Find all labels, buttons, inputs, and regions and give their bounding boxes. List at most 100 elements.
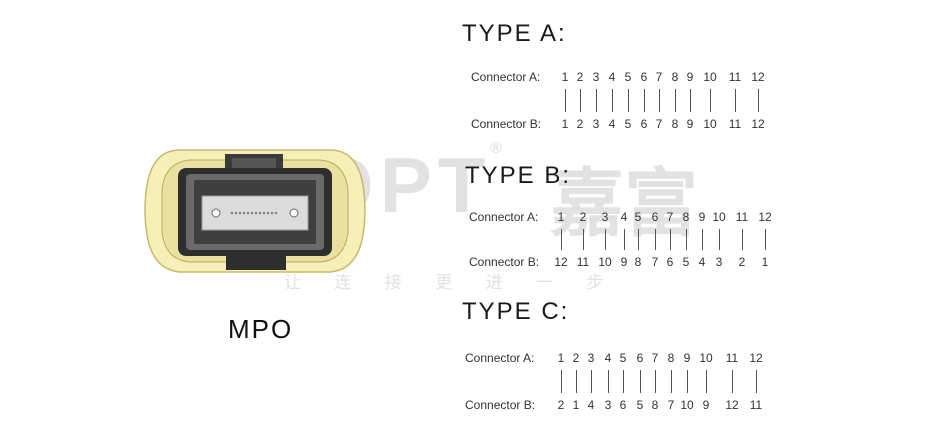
connector-b-pin: 2 [738, 255, 746, 269]
watermark-registered: ® [490, 140, 502, 157]
connector-b-pin: 8 [651, 398, 659, 412]
mpo-guide-hole-right [289, 208, 299, 218]
fiber-line [765, 229, 766, 250]
fiber-line [710, 89, 711, 112]
fiber-line [561, 229, 562, 250]
connector-a-pin: 11 [725, 351, 739, 365]
connector-b-pin: 6 [619, 398, 627, 412]
mpo-connector-image [144, 149, 366, 273]
connector-b-pin: 1 [572, 398, 580, 412]
connector-a-pin: 1 [557, 210, 565, 224]
fiber-line [756, 370, 757, 393]
fiber-line [608, 370, 609, 393]
fiber-line [655, 370, 656, 393]
fiber-line [612, 89, 613, 112]
fiber-line [583, 229, 584, 250]
connector-a-pin: 8 [682, 210, 690, 224]
connector-a-label: Connector A: [465, 351, 535, 365]
connector-a-pin: 4 [604, 351, 612, 365]
connector-b-pin: 11 [749, 398, 763, 412]
connector-b-pin: 7 [667, 398, 675, 412]
connector-b-pin: 3 [604, 398, 612, 412]
connector-a-pin: 4 [620, 210, 628, 224]
fiber-line [735, 89, 736, 112]
type-title: TYPE A: [462, 20, 567, 47]
connector-a-pin: 5 [619, 351, 627, 365]
fiber-line [596, 89, 597, 112]
connector-a-pin: 9 [686, 70, 694, 84]
connector-b-pin: 12 [725, 398, 739, 412]
fiber-line [580, 89, 581, 112]
fiber-line [742, 229, 743, 250]
connector-a-pin: 9 [683, 351, 691, 365]
connector-a-pin: 12 [751, 70, 765, 84]
connector-b-label: Connector B: [471, 117, 542, 131]
fiber-line [628, 89, 629, 112]
fiber-line [624, 229, 625, 250]
connector-a-pin: 10 [703, 70, 717, 84]
fiber-line [671, 370, 672, 393]
fiber-line [640, 370, 641, 393]
fiber-line [591, 370, 592, 393]
connector-a-pin: 6 [640, 70, 648, 84]
connector-b-pin: 11 [728, 117, 742, 131]
connector-b-pin: 1 [561, 117, 569, 131]
connector-a-pin: 11 [735, 210, 749, 224]
connector-b-pin: 3 [715, 255, 723, 269]
connector-b-pin: 7 [655, 117, 663, 131]
connector-a-pin: 1 [557, 351, 565, 365]
connector-b-label: Connector B: [465, 398, 536, 412]
type-title: TYPE C: [462, 298, 570, 325]
connector-a-pin: 7 [655, 70, 663, 84]
fiber-line [561, 370, 562, 393]
connector-a-pin: 3 [587, 351, 595, 365]
connector-b-pin: 1 [761, 255, 769, 269]
connector-b-pin: 10 [680, 398, 694, 412]
fiber-line [565, 89, 566, 112]
fiber-line [605, 229, 606, 250]
connector-a-pin: 2 [576, 70, 584, 84]
connector-a-pin: 6 [651, 210, 659, 224]
connector-b-pin: 8 [671, 117, 679, 131]
mpo-guide-hole-left [211, 208, 221, 218]
connector-b-pin: 5 [624, 117, 632, 131]
connector-b-pin: 4 [587, 398, 595, 412]
fiber-line [675, 89, 676, 112]
connector-b-pin: 7 [651, 255, 659, 269]
connector-b-pin: 12 [751, 117, 765, 131]
connector-a-pin: 9 [698, 210, 706, 224]
connector-a-pin: 10 [699, 351, 713, 365]
fiber-line [670, 229, 671, 250]
fiber-line [706, 370, 707, 393]
fiber-line [644, 89, 645, 112]
fiber-line [690, 89, 691, 112]
connector-a-pin: 2 [579, 210, 587, 224]
fiber-line [732, 370, 733, 393]
connector-b-pin: 12 [554, 255, 568, 269]
connector-b-pin: 8 [634, 255, 642, 269]
fiber-line [758, 89, 759, 112]
connector-a-pin: 3 [601, 210, 609, 224]
fiber-line [655, 229, 656, 250]
fiber-line [687, 370, 688, 393]
connector-a-pin: 8 [671, 70, 679, 84]
fiber-line [659, 89, 660, 112]
connector-b-pin: 2 [576, 117, 584, 131]
connector-b-pin: 2 [557, 398, 565, 412]
connector-a-pin: 11 [728, 70, 742, 84]
connector-b-pin: 5 [682, 255, 690, 269]
connector-a-pin: 1 [561, 70, 569, 84]
connector-b-pin: 6 [640, 117, 648, 131]
type-title: TYPE B: [465, 162, 572, 189]
connector-b-pin: 3 [592, 117, 600, 131]
connector-b-pin: 9 [620, 255, 628, 269]
fiber-line [576, 370, 577, 393]
fiber-line [638, 229, 639, 250]
connector-b-pin: 5 [636, 398, 644, 412]
fiber-line [686, 229, 687, 250]
connector-a-pin: 3 [592, 70, 600, 84]
connector-b-pin: 6 [666, 255, 674, 269]
mpo-latch-bottom [226, 256, 286, 270]
connector-a-pin: 8 [667, 351, 675, 365]
